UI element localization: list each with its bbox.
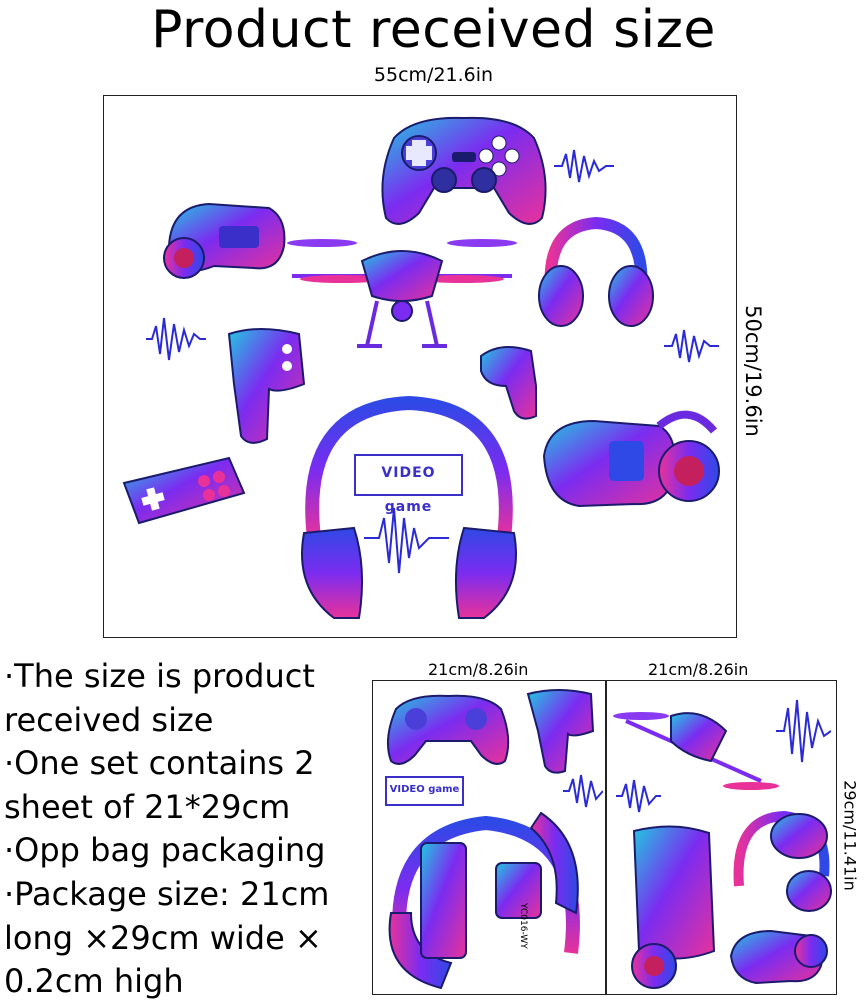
sound-wave-icon [563,774,603,808]
sound-wave-icon [146,317,206,361]
gamepad-icon [386,694,510,765]
big-headphones-icon [301,395,517,619]
note-line: ·Package size: 21cm [4,874,330,913]
sound-wave-icon [554,149,614,183]
sound-wave-icon [776,699,831,763]
sound-wave-icon [664,329,719,363]
sheet1-width-label: 21cm/8.26in [428,660,529,679]
sheet-height-label: 29cm/11.41in [840,780,860,891]
handheld-controller-icon [227,328,306,444]
note-line: sheet of 21*29cm [4,787,291,826]
headphones-icon [538,216,654,327]
video-game-logo: VIDEO game [385,776,464,806]
product-preview-frame: VIDEO game [103,95,737,638]
sheet2-width-label: 21cm/8.26in [648,660,749,679]
note-line: ·Opp bag packaging [4,831,326,870]
retro-controller-icon [122,456,246,525]
vr-headset-icon [542,410,720,508]
note-line: ·One set contains 2 [4,744,315,783]
sticker-sheet-1: VIDEO game YC016-WY [372,680,607,995]
main-width-label: 55cm/21.6in [373,64,494,86]
video-game-logo: VIDEO game [354,454,463,515]
note-line: ·The size is product [4,657,315,695]
main-height-label: 50cm/19.6in [741,305,765,437]
vr-headset-icon [729,929,828,985]
drone-icon [287,239,517,348]
note-line: received size [4,700,214,739]
product-notes: ·The size is product received size ·One … [4,655,364,1004]
note-line: long ×29cm wide × [4,918,322,957]
note-line: 0.2cm high [4,962,184,1001]
drone-icon [613,712,779,790]
vr-headset-icon [631,825,716,989]
gamepad-icon [381,116,547,225]
sticker-sheet-2 [605,680,837,995]
handheld-controller-icon [526,689,595,774]
big-headphones-icon [388,811,580,990]
sound-wave-icon [616,779,661,813]
sheet-code: YC016-WY [518,903,528,949]
headphones-icon [733,810,832,912]
handheld-controller-icon [480,346,537,420]
vr-headset-icon [163,202,286,279]
page-title: Product received size [151,0,716,60]
